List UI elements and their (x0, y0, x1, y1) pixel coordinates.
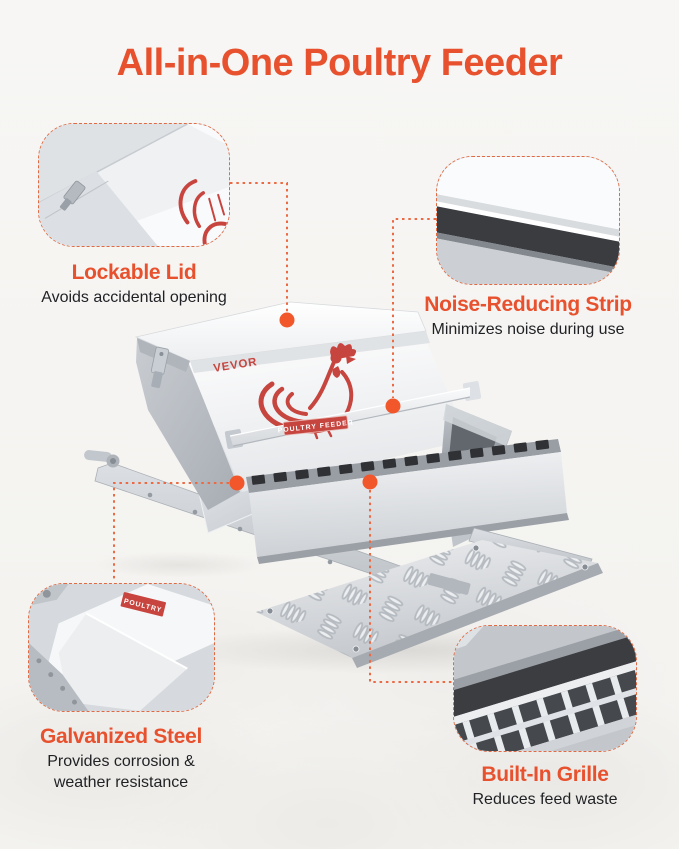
hopper-left-side (136, 338, 240, 510)
page-title: All-in-One Poultry Feeder (116, 42, 563, 84)
crank-handle (84, 450, 120, 468)
callout-heading-lockable-lid: Lockable Lid (71, 261, 197, 284)
callout-photo-lockable-lid (38, 123, 230, 247)
callout-photo-noise-strip (436, 156, 620, 285)
callout-built-in-grille: Built-In Grille Reduces feed waste (440, 763, 650, 811)
callout-heading-galvanized-steel: Galvanized Steel (39, 725, 203, 748)
callout-heading-noise-reducing-strip: Noise-Reducing Strip (424, 293, 632, 316)
callout-photo-galvanized-steel: POULTRY (28, 583, 215, 712)
callout-desc-built-in-grille: Reduces feed waste (472, 791, 618, 809)
callout-desc-lockable-lid: Avoids accidental opening (41, 289, 227, 307)
callout-galvanized-steel: Galvanized Steel Provides corrosion & we… (18, 725, 224, 793)
callout-noise-reducing-strip: Noise-Reducing Strip Minimizes noise dur… (416, 293, 640, 341)
callout-desc-galvanized-steel: Provides corrosion & weather resistance (47, 753, 195, 791)
rooster-fragment (178, 179, 229, 246)
latch-detail (59, 180, 86, 211)
grille-slots (246, 439, 561, 493)
callout-heading-built-in-grille: Built-In Grille (481, 763, 609, 786)
callout-desc-noise-reducing-strip: Minimizes noise during use (431, 321, 625, 339)
callout-lockable-lid: Lockable Lid Avoids accidental opening (27, 261, 241, 309)
callout-photo-built-in-grille (453, 625, 637, 752)
lid-latch (150, 346, 170, 389)
